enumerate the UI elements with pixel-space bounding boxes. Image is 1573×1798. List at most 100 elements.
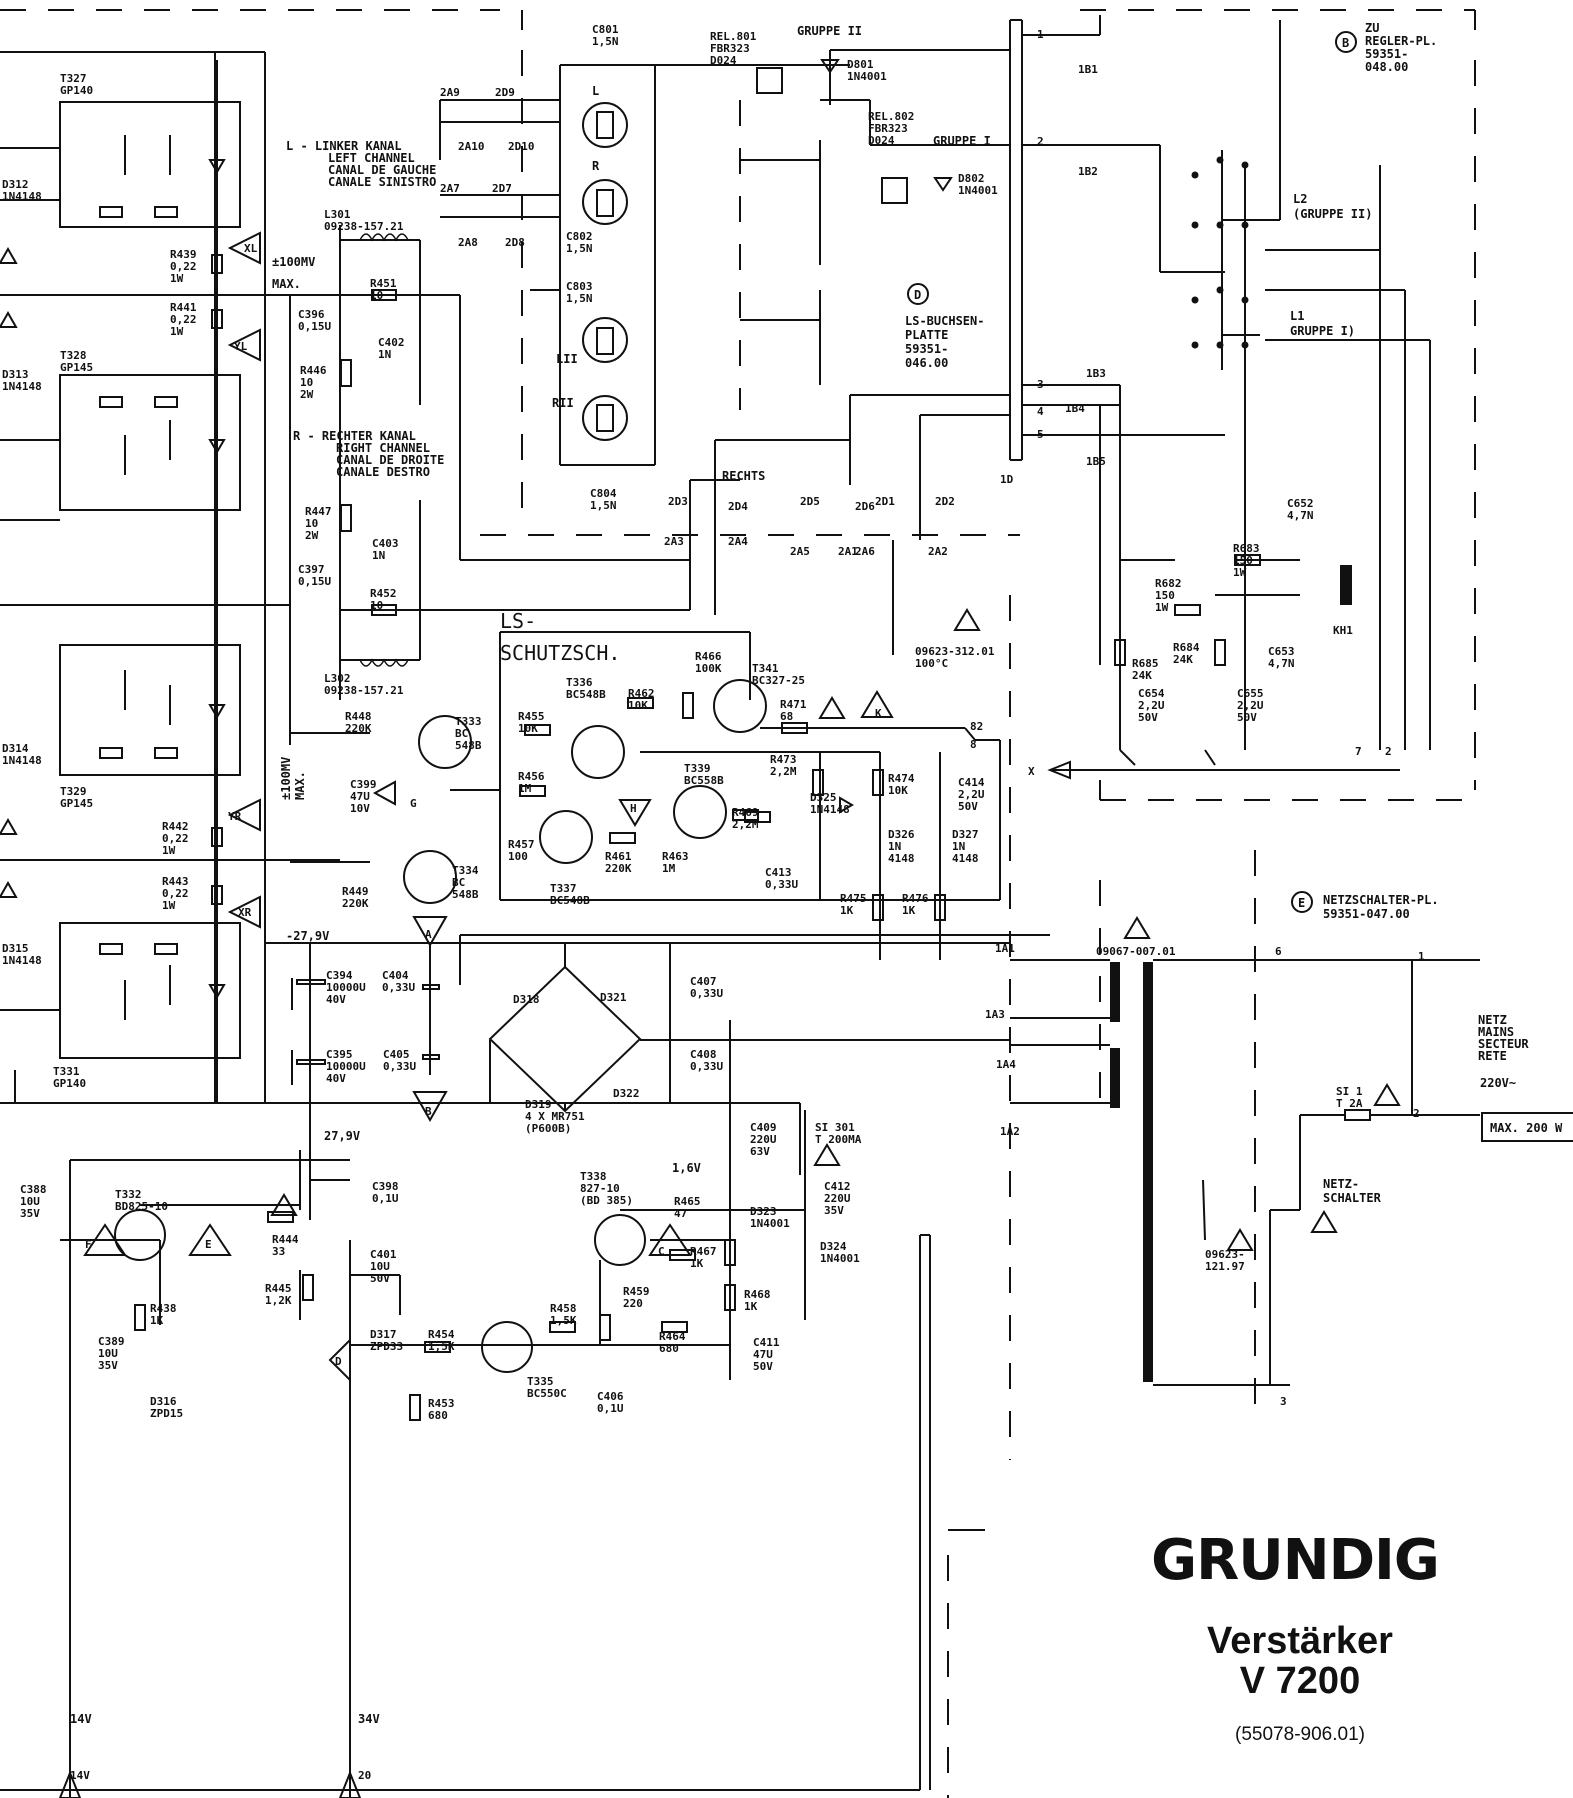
svg-text:±100MV: ±100MV — [272, 255, 315, 269]
output-filters — [289, 225, 690, 1123]
component-label-line: 0,1U — [372, 1192, 399, 1205]
component-label-line: (BD 385) — [580, 1194, 633, 1207]
svg-text:R - RECHTER KANAL: R - RECHTER KANAL — [293, 429, 416, 443]
component-label-line: 1M — [518, 782, 532, 795]
component-label-line: ZPD33 — [370, 1340, 403, 1353]
note-regler-4: 048.00 — [1365, 60, 1408, 74]
svg-text:L - LINKER KANAL: L - LINKER KANAL — [286, 139, 402, 153]
component-label-line: R455 — [518, 710, 545, 723]
component-label-line: 0,22 — [162, 832, 189, 845]
svg-text:E: E — [1298, 896, 1305, 910]
note-gruppe-i: GRUPPE I — [933, 134, 991, 148]
terminal-label: 1A2 — [1000, 1125, 1020, 1138]
component-label-line: D326 — [888, 828, 915, 841]
component-label-line: 09238-157.21 — [324, 684, 404, 697]
component-label-line: C655 — [1237, 687, 1264, 700]
note-right-1: R - RECHTER KANAL — [293, 429, 416, 443]
terminal-label: 2A6 — [855, 545, 875, 558]
triangle-label: XR — [238, 906, 252, 919]
component-label-line: 100 — [508, 850, 528, 863]
component-label-line: 10K — [628, 699, 648, 712]
terminal-label: 2D7 — [492, 182, 512, 195]
component-label-line: 2W — [300, 388, 314, 401]
component-label-d318: D318 — [513, 993, 540, 1006]
component-label-line: C654 — [1138, 687, 1165, 700]
svg-text:1,6V: 1,6V — [672, 1161, 701, 1175]
note-regler-1: ZU — [1365, 21, 1379, 35]
component-label-line: R444 — [272, 1233, 299, 1246]
component-label-line: 10V — [350, 802, 370, 815]
note-l1-b: GRUPPE I) — [1290, 324, 1355, 338]
component-label-line: 0,22 — [170, 313, 197, 326]
component-label-line: 1,5N — [592, 35, 619, 48]
component-label-line: 1M — [662, 862, 676, 875]
pin-label: 14V — [70, 1769, 90, 1782]
component-label-line: 220U — [824, 1192, 851, 1205]
component-label-line: 680 — [659, 1342, 679, 1355]
terminal-label: 2A3 — [664, 535, 684, 548]
component-label-line: T329 — [60, 785, 87, 798]
note-mains-4: RETE — [1478, 1049, 1507, 1063]
component-label-line: R445 — [265, 1282, 292, 1295]
component-label-line: R448 — [345, 710, 372, 723]
note-level1-a: ±100MV — [272, 255, 315, 269]
component-label-line: BC550C — [527, 1387, 567, 1400]
protection-circuit — [403, 631, 1001, 960]
svg-text:LS-: LS- — [500, 609, 536, 633]
svg-text:220V~: 220V~ — [1480, 1076, 1516, 1090]
terminal-label: 1D — [1000, 473, 1014, 486]
component-label-line: 1,2K — [265, 1294, 292, 1307]
component-label-line: 2,2U — [1237, 699, 1264, 712]
component-label-line: 1W — [162, 899, 176, 912]
svg-text:MAINS: MAINS — [1478, 1025, 1514, 1039]
component-label-line: R463 — [662, 850, 689, 863]
component-label-line: 1W — [170, 272, 184, 285]
terminal-label: 2A4 — [728, 535, 748, 548]
note-right-4: CANALE DESTRO — [336, 465, 430, 479]
terminal-label: 1A4 — [996, 1058, 1016, 1071]
brand-logo: GRUNDIG — [1151, 1528, 1440, 1593]
component-label-d322: D322 — [613, 1087, 640, 1100]
component-label-line: C408 — [690, 1048, 717, 1061]
component-label-line: 68 — [780, 710, 793, 723]
terminal-label: 2D6 — [855, 500, 875, 513]
component-label-line: C402 — [378, 336, 405, 349]
pin-label: 7 — [1355, 745, 1362, 758]
component-label-line: 10K — [518, 722, 538, 735]
svg-text:MAX.: MAX. — [272, 277, 301, 291]
component-label-line: D321 — [600, 991, 627, 1004]
component-label-line: R457 — [508, 838, 535, 851]
component-label-d321: D321 — [600, 991, 627, 1004]
component-label-line: ZPD15 — [150, 1407, 183, 1420]
component-label-line: 1N — [372, 549, 385, 562]
terminal-label: 2D8 — [505, 236, 525, 249]
component-label-line: C411 — [753, 1336, 780, 1349]
svg-text:D: D — [914, 288, 921, 302]
component-label-line: GP140 — [60, 84, 93, 97]
component-label-line: 50V — [1237, 711, 1257, 724]
note-level2-a: ±100MV — [279, 757, 293, 800]
component-label-line: L301 — [324, 208, 351, 221]
component-label-tsw: 09623-121.97 — [1205, 1248, 1245, 1273]
note-ls-3: 59351- — [905, 342, 948, 356]
